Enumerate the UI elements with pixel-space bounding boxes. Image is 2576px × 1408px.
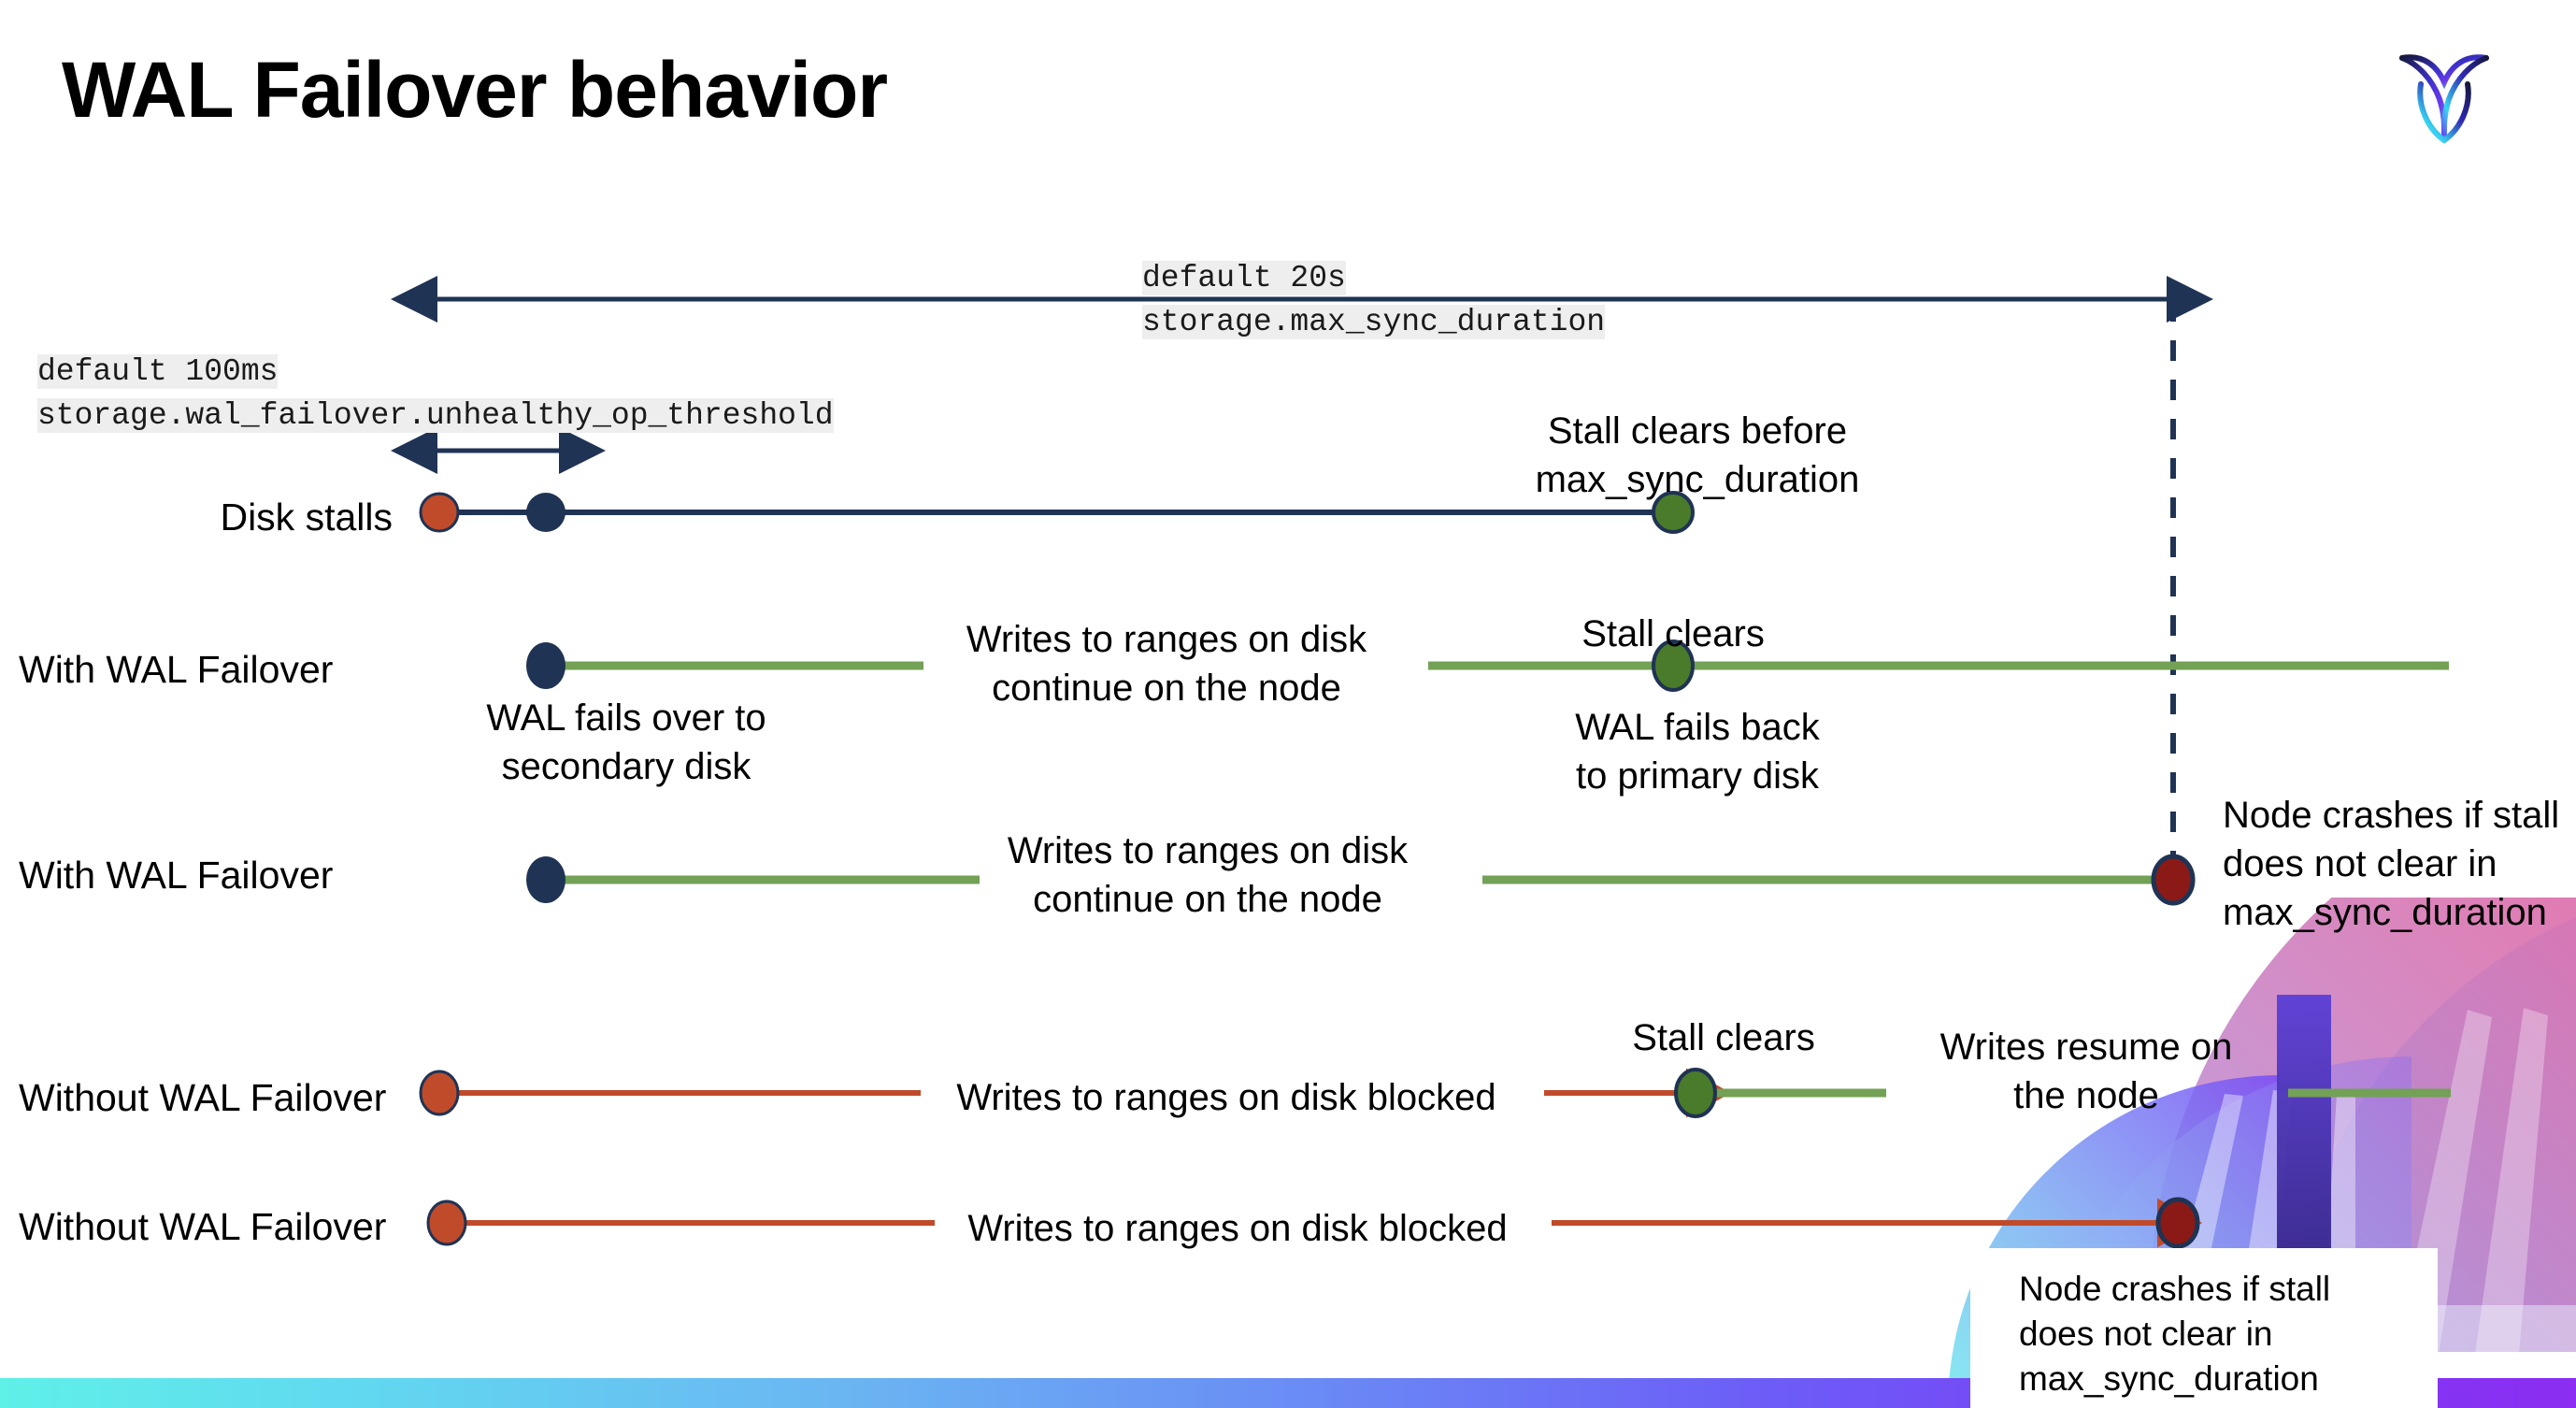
row-with-wal-failover-2-track [526,854,2196,906]
max-sync-duration-setting: storage.max_sync_duration [1142,304,1606,339]
row-with-wal-failover-1-track [526,639,2449,692]
note-node-crashes-row3: Node crashes if stall does not clear in … [2223,795,2560,933]
note-stall-clears-before-max-sync: Stall clears before max_sync_duration [1535,410,1860,500]
max-sync-duration-default: default 20s [1142,261,1346,295]
note-writes-continue-row2: Writes to ranges on disk continue on the… [966,619,1367,709]
note-writes-blocked-row5: Writes to ranges on disk blocked [967,1208,1508,1249]
note-writes-continue-row3: Writes to ranges on disk continue on the… [1007,830,1409,920]
note-writes-blocked-row4: Writes to ranges on disk blocked [956,1077,1496,1118]
row-label-without-wal-failover-2: Without WAL Failover [19,1205,387,1248]
note-stall-clears-row2: Stall clears [1581,613,1765,654]
row-label-with-wal-failover-1: With WAL Failover [19,648,334,691]
page-title: WAL Failover behavior [62,46,888,134]
row-disk-stalls-track [419,491,1695,534]
max-sync-duration-annotation: default 20s storage.max_sync_duration [1142,257,1606,345]
note-wal-fails-over-to-secondary-disk: WAL fails over to secondary disk [486,697,766,787]
row-label-disk-stalls: Disk stalls [220,496,393,539]
unhealthy-op-threshold-annotation: default 100ms storage.wal_failover.unhea… [37,351,834,438]
note-stall-clears-row4: Stall clears [1632,1017,1815,1058]
note-wal-fails-back-to-primary-disk: WAL fails back to primary disk [1575,707,1820,797]
unhealthy-op-threshold-default: default 100ms [37,354,279,389]
unhealthy-op-threshold-setting: storage.wal_failover.unhealthy_op_thresh… [37,397,834,433]
row-label-with-wal-failover-2: With WAL Failover [19,854,334,897]
row-label-without-wal-failover-1: Without WAL Failover [19,1076,387,1119]
cockroachdb-logo [2393,37,2496,150]
note-writes-resume-on-the-node: Writes resume on the node [1939,1027,2233,1116]
note-node-crashes-row5: Node crashes if stall does not clear in … [2019,1270,2331,1399]
